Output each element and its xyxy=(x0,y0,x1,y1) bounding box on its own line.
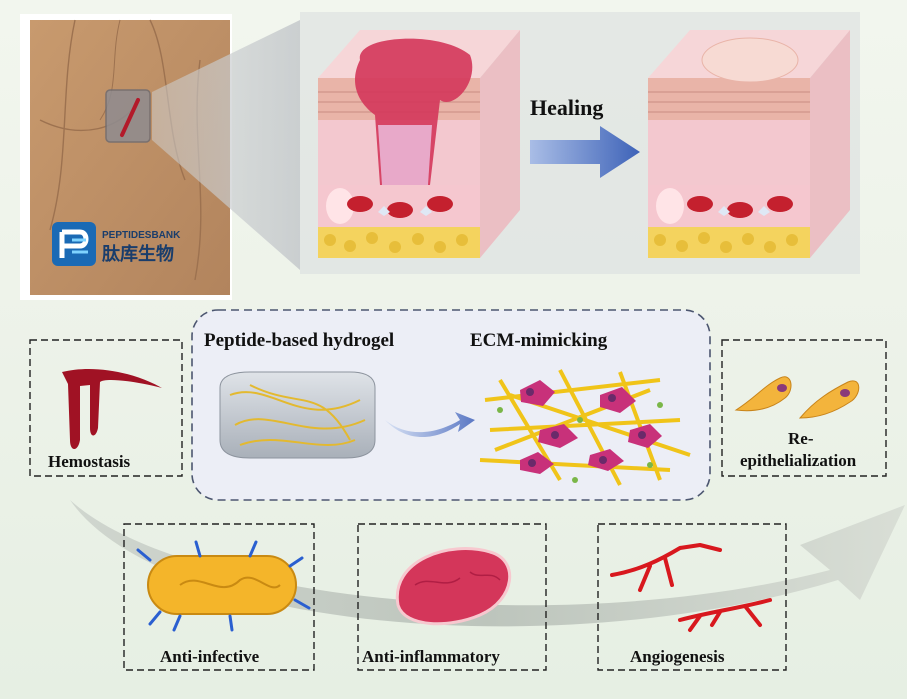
wound-skin-block xyxy=(318,30,520,258)
hydrogel-block xyxy=(219,371,376,459)
reepi-label-line2: epithelialization xyxy=(740,451,857,470)
healed-skin-block xyxy=(648,30,850,258)
hemostasis-box: Hemostasis xyxy=(29,339,183,477)
angiogenesis-label: Angiogenesis xyxy=(630,647,725,666)
logo-brand-en: PEPTIDESBANK xyxy=(102,230,181,241)
hemostasis-label: Hemostasis xyxy=(48,452,131,471)
hydrogel-label: Peptide-based hydrogel xyxy=(204,330,394,351)
anti-inflammatory-label: Anti-inflammatory xyxy=(362,647,500,666)
reepi-label-line1: Re- xyxy=(788,429,814,448)
logo-brand-cn: 肽库生物 xyxy=(102,243,174,265)
anti-inflammatory-box: Anti-inflammatory xyxy=(357,523,547,671)
hydrogel-panel: Peptide-based hydrogel ECM-mimicking xyxy=(191,309,711,501)
anti-infective-box: Anti-infective xyxy=(123,523,315,671)
brand-logo: PEPTIDESBANK 肽库生物 xyxy=(52,222,181,266)
gel-to-ecm-arrow xyxy=(385,412,475,438)
angiogenesis-box: Angiogenesis xyxy=(597,523,787,671)
zoom-beam xyxy=(152,20,300,270)
healing-arrow: Healing xyxy=(530,95,640,178)
anti-infective-label: Anti-infective xyxy=(160,647,260,666)
ecm-label: ECM-mimicking xyxy=(470,330,608,351)
healing-label: Healing xyxy=(530,95,603,120)
reepithelialization-box: Re- epithelialization xyxy=(721,339,887,477)
ecm-scaffold xyxy=(479,369,691,486)
